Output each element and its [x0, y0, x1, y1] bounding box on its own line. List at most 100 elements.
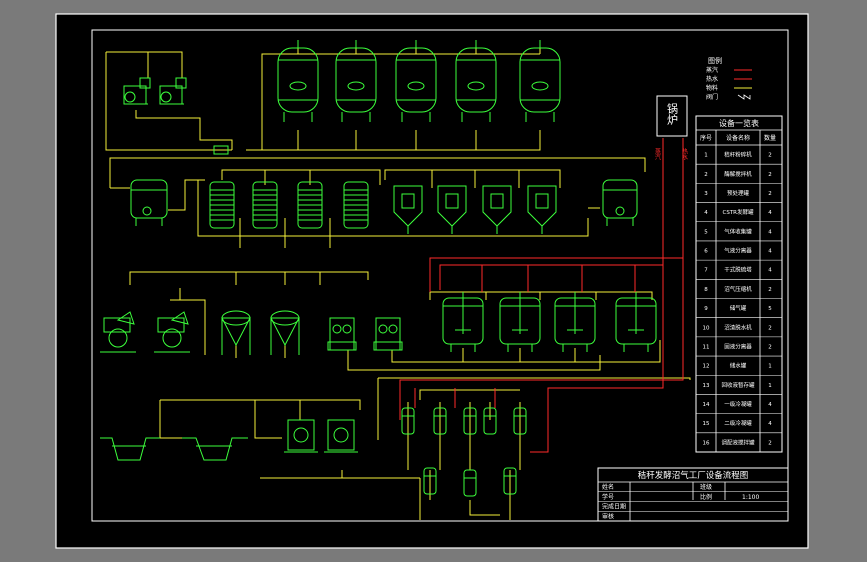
legend-title: 图例	[708, 56, 722, 65]
gas-liquid-separators	[393, 185, 557, 234]
table-row-name: 储水罐	[730, 362, 747, 370]
inner-border	[91, 29, 789, 522]
table-row-name: 二级冷凝罐	[724, 419, 752, 427]
legend-item-label: 蒸汽	[706, 66, 718, 74]
boiler-pipe-label-water: 热水	[681, 147, 688, 160]
gas-liquid-separator	[527, 185, 557, 234]
desulfurization-tower	[343, 181, 369, 229]
compressor-b	[324, 419, 358, 453]
tank-pit-a	[100, 437, 160, 461]
legend-item-label: 热水	[706, 75, 718, 83]
desulfurization-tower	[297, 181, 323, 229]
desulfurization-tower	[252, 181, 278, 229]
compressor-a	[284, 419, 318, 453]
table-row-name: 调配液搅拌罐	[721, 438, 755, 446]
table-row-qty: 2	[768, 325, 772, 331]
cstr-fermenters	[442, 292, 657, 352]
cstr-fermenter	[554, 292, 596, 352]
cstr-fermenter	[442, 292, 484, 352]
table-row-name: 固液分离器	[724, 342, 752, 350]
equipment-table-title: 设备一览表	[719, 118, 759, 128]
table-row-no: 11	[703, 344, 710, 350]
tank-pit-b	[182, 437, 248, 461]
title-block-label: 班级	[700, 483, 712, 491]
condenser	[463, 469, 477, 497]
valve-symbol	[737, 94, 751, 100]
gas-storage-tanks	[277, 40, 561, 122]
table-header-cell: 数量	[764, 134, 776, 142]
table-row-qty: 4	[768, 249, 772, 255]
table-row-qty: 2	[768, 172, 772, 178]
table-row-qty: 4	[768, 402, 772, 408]
condenser	[401, 407, 415, 435]
condensers	[401, 407, 527, 497]
sheet-border	[55, 13, 809, 549]
storage-tank	[395, 40, 437, 122]
storage-tank	[519, 40, 561, 122]
table-row-name: 酶解搅拌机	[724, 170, 752, 178]
table-row-no: 10	[703, 325, 710, 331]
table-row-no: 1	[704, 153, 708, 159]
holding-tank-right	[602, 179, 638, 226]
crusher-2	[159, 77, 187, 105]
legend-item-label: 阀门	[706, 93, 718, 101]
table-row-no: 8	[704, 287, 708, 293]
table-row-no: 5	[704, 229, 708, 235]
holding-tank-left	[130, 179, 168, 226]
table-row-no: 2	[704, 172, 708, 178]
pretreatment-tank-a	[221, 310, 251, 355]
desulfurization-towers	[209, 181, 369, 229]
table-row-qty: 4	[768, 268, 772, 274]
condenser	[483, 407, 497, 435]
table-row-name: 预处理罐	[727, 189, 750, 197]
table-row-no: 9	[704, 306, 708, 312]
table-row-no: 6	[704, 249, 708, 255]
table-row-qty: 4	[768, 421, 772, 427]
table-row-qty: 2	[768, 153, 772, 159]
condenser	[513, 407, 527, 435]
condenser	[433, 407, 447, 435]
title-block-value: 1:100	[742, 494, 759, 501]
storage-tank	[277, 40, 319, 122]
table-row-no: 14	[703, 402, 710, 408]
table-row-qty: 2	[768, 440, 772, 446]
title-block-label: 学号	[602, 493, 614, 501]
title-block-label: 完成日期	[602, 503, 626, 511]
table-row-name: CSTR发酵罐	[722, 208, 754, 216]
table-row-qty: 1	[768, 383, 772, 389]
table-row-no: 15	[703, 421, 710, 427]
table-row-qty: 2	[768, 191, 772, 197]
table-header-cell: 设备名称	[726, 134, 750, 142]
condenser	[503, 467, 517, 495]
dewatering-machine-a	[327, 317, 357, 351]
table-row-qty: 2	[768, 344, 772, 350]
table-row-no: 7	[704, 268, 708, 274]
cstr-fermenter	[499, 292, 541, 352]
dewatering-machine-b	[373, 317, 403, 351]
table-header-cell: 序号	[700, 134, 712, 142]
steam-pipes	[399, 138, 684, 453]
pretreatment-tank-b	[270, 310, 300, 355]
table-row-name: 干式脱硫塔	[724, 266, 752, 274]
gas-liquid-separator	[393, 185, 423, 234]
title-block-label: 姓名	[602, 483, 614, 491]
table-row-name: 一级冷凝罐	[724, 400, 752, 408]
storage-tank	[335, 40, 377, 122]
table-row-no: 16	[703, 440, 710, 446]
boiler-pipe-label-steam: 蒸汽	[654, 147, 661, 160]
table-row-name: 气液分离器	[724, 247, 752, 255]
condenser	[423, 467, 437, 495]
table-row-qty: 4	[768, 229, 772, 235]
table-row-name: 沼渣脱水机	[724, 323, 752, 331]
inline-valve	[213, 145, 229, 155]
gas-liquid-separator	[437, 185, 467, 234]
table-row-name: 回收液暂存罐	[721, 381, 755, 389]
crusher-1	[123, 77, 151, 105]
table-row-name: 储气罐	[730, 304, 747, 312]
table-row-name: 秸秆粉碎机	[724, 151, 752, 159]
title-block-label: 审核	[602, 512, 614, 520]
straw-crusher-a	[100, 311, 136, 353]
table-row-qty: 5	[768, 306, 772, 312]
